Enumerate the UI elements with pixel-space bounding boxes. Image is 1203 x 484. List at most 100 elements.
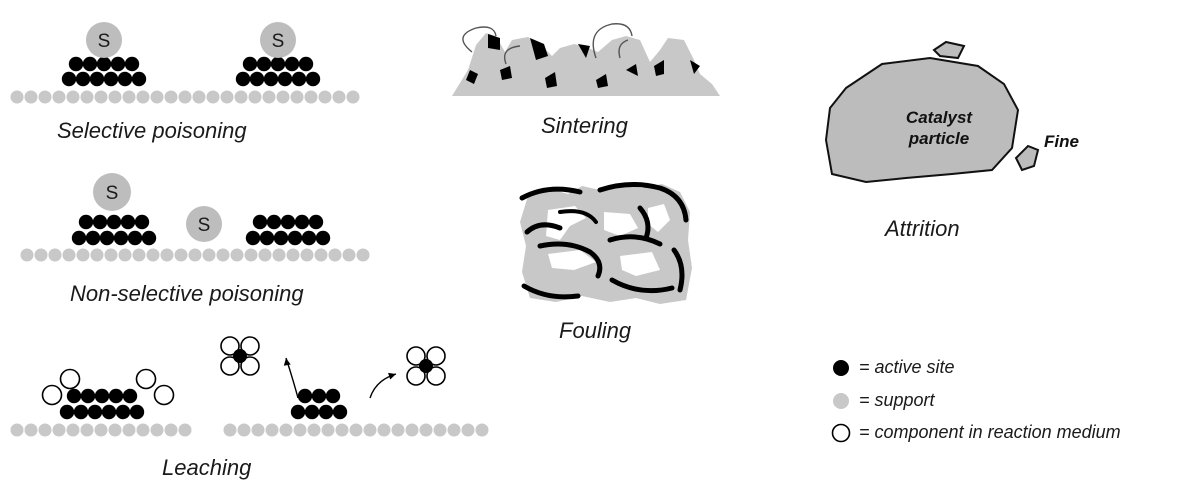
component-molecule bbox=[426, 366, 446, 386]
support-atom bbox=[391, 423, 405, 437]
active-site-atom bbox=[305, 71, 321, 87]
support-atom bbox=[76, 248, 90, 262]
support-atom bbox=[174, 248, 188, 262]
support-atom bbox=[377, 423, 391, 437]
active-site-atom bbox=[273, 230, 289, 246]
active-site-atom bbox=[87, 404, 103, 420]
active-site-atom bbox=[277, 71, 293, 87]
sintering-active-patch bbox=[578, 44, 590, 58]
support-atom bbox=[332, 90, 346, 104]
support-atom bbox=[244, 248, 258, 262]
active-site-atom bbox=[280, 214, 296, 230]
active-site-atom bbox=[85, 230, 101, 246]
component-molecule bbox=[135, 368, 157, 390]
component-molecule bbox=[153, 384, 175, 406]
active-site-atom bbox=[294, 214, 310, 230]
active-site-atom bbox=[129, 404, 145, 420]
support-atom bbox=[118, 248, 132, 262]
support-atom bbox=[164, 423, 178, 437]
active-site-atom bbox=[245, 230, 261, 246]
sintering-illustration bbox=[452, 23, 720, 96]
support-atom bbox=[290, 90, 304, 104]
active-site-atom bbox=[78, 214, 94, 230]
poison-symbol: S bbox=[272, 31, 285, 52]
sintering-migration-arrow bbox=[592, 23, 633, 59]
support-atom bbox=[447, 423, 461, 437]
support-atom bbox=[178, 423, 192, 437]
sintering-active-patch bbox=[466, 70, 478, 84]
sintering-active-patch bbox=[545, 72, 557, 88]
support-atom bbox=[363, 423, 377, 437]
support-atom bbox=[349, 423, 363, 437]
support-atom bbox=[66, 423, 80, 437]
selective-poisoning-label: Selective poisoning bbox=[57, 118, 247, 143]
active-site-atom bbox=[71, 230, 87, 246]
support-atom bbox=[220, 90, 234, 104]
support-atom bbox=[286, 248, 300, 262]
active-site-atom bbox=[68, 56, 84, 72]
catalyst-particle-shape bbox=[824, 56, 1020, 184]
active-site-atom bbox=[298, 56, 314, 72]
active-site-atom bbox=[249, 71, 265, 87]
active-site-atom bbox=[101, 404, 117, 420]
active-site-atom bbox=[113, 230, 129, 246]
active-site-atom bbox=[108, 388, 124, 404]
support-atom bbox=[164, 90, 178, 104]
active-site-atom bbox=[308, 214, 324, 230]
fouling-deposit bbox=[609, 277, 675, 294]
component-molecule bbox=[406, 366, 426, 386]
support-atom bbox=[342, 248, 356, 262]
active-site-atom bbox=[96, 56, 112, 72]
legend-support: = support bbox=[859, 390, 935, 410]
support-atom bbox=[304, 90, 318, 104]
sintering-active-patch bbox=[488, 34, 500, 50]
support-atom bbox=[62, 248, 76, 262]
poison-symbol: S bbox=[98, 31, 111, 52]
active-site-atom bbox=[304, 404, 320, 420]
support-atom bbox=[276, 90, 290, 104]
support-atom bbox=[136, 90, 150, 104]
legend-active-site: = active site bbox=[859, 357, 955, 377]
support-atom bbox=[192, 90, 206, 104]
support-atom bbox=[433, 423, 447, 437]
active-site-atom bbox=[127, 230, 143, 246]
active-site-atom bbox=[315, 230, 331, 246]
active-site-atom bbox=[66, 388, 82, 404]
support-atom bbox=[272, 248, 286, 262]
component-molecule bbox=[59, 368, 81, 390]
active-site-atom bbox=[59, 404, 75, 420]
support-atom bbox=[188, 248, 202, 262]
poison-circle bbox=[86, 22, 122, 58]
active-site-atom bbox=[80, 388, 96, 404]
sintering-migration-arrow bbox=[462, 26, 497, 53]
poison-molecule: S bbox=[260, 22, 296, 58]
active-site-atom bbox=[99, 230, 115, 246]
support-atom bbox=[48, 248, 62, 262]
support-atom bbox=[24, 423, 38, 437]
active-site-atom bbox=[318, 404, 334, 420]
support-atom bbox=[248, 90, 262, 104]
support-atom bbox=[356, 248, 370, 262]
support-atom bbox=[318, 90, 332, 104]
active-site-atom bbox=[235, 71, 251, 87]
leaching-label: Leaching bbox=[162, 455, 252, 480]
non-selective-poisoning-illustration: SS bbox=[20, 173, 370, 262]
active-site-atom bbox=[252, 214, 268, 230]
sintering-active-patch bbox=[690, 60, 700, 74]
fouling-label: Fouling bbox=[559, 318, 632, 343]
support-atom bbox=[136, 423, 150, 437]
active-site-atom bbox=[270, 56, 286, 72]
support-atom bbox=[108, 423, 122, 437]
legend-markers bbox=[831, 360, 851, 443]
active-site-atom bbox=[291, 71, 307, 87]
fouling-deposit bbox=[637, 205, 651, 241]
fouling-deposit bbox=[519, 186, 583, 201]
component-molecule bbox=[240, 336, 260, 356]
active-site-atom bbox=[259, 230, 275, 246]
support-atom bbox=[258, 248, 272, 262]
support-atom bbox=[150, 423, 164, 437]
support-atom bbox=[80, 423, 94, 437]
support-atom bbox=[265, 423, 279, 437]
